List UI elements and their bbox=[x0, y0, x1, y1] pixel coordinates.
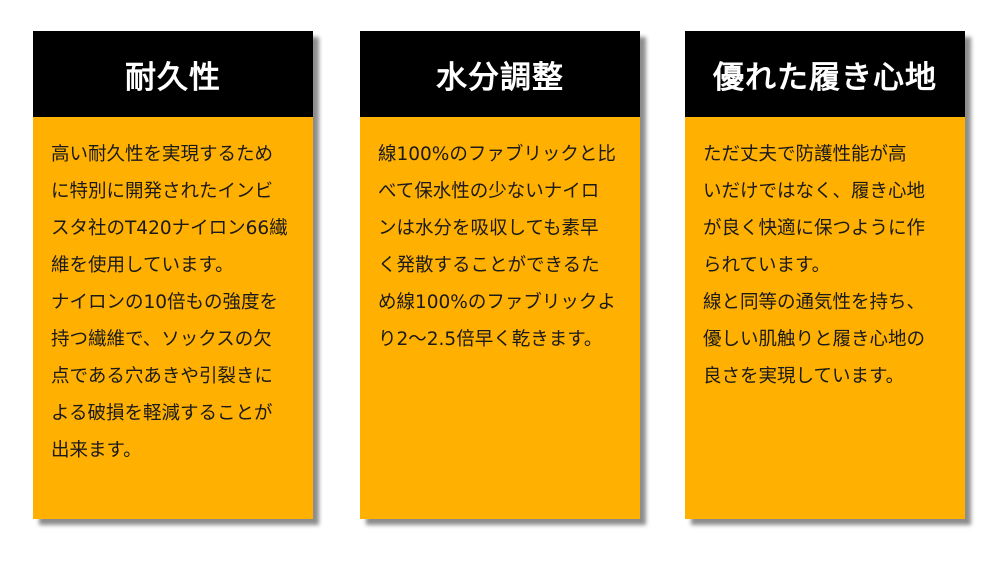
description-line: 維を使用しています。 bbox=[51, 255, 234, 276]
description-line: ンは水分を吸収しても素早 bbox=[378, 218, 599, 239]
description-line: ナイロンの10倍もの強度を bbox=[51, 292, 279, 313]
description-line: いだけではなく、履き心地 bbox=[703, 181, 926, 202]
description-line: 持つ繊維で、ソックスの欠 bbox=[51, 329, 272, 350]
card-description: 高い耐久性を実現するため に特別に開発されたインビ スタ社のT420ナイロン66… bbox=[33, 117, 313, 469]
card-title: 耐久性 bbox=[33, 31, 313, 117]
description-line: 点である穴あきや引裂きに bbox=[51, 366, 273, 387]
description-line: が良く快適に保つように作 bbox=[703, 218, 926, 239]
description-line: 出来ます。 bbox=[51, 440, 142, 461]
feature-card-comfort: 優れた履き心地 ただ丈夫で防護性能が高 いだけではなく、履き心地 が良く快適に保… bbox=[685, 31, 965, 519]
card-description: 線100%のファブリックと比 べて保水性の少ないナイロ ンは水分を吸収しても素早… bbox=[360, 117, 640, 358]
description-line: く発散することができるた bbox=[378, 255, 600, 276]
description-line: べて保水性の少ないナイロ bbox=[378, 181, 600, 202]
description-line: られています。 bbox=[703, 255, 831, 276]
description-line: 優しい肌触りと履き心地の bbox=[703, 329, 926, 350]
description-line: 線と同等の通気性を持ち、 bbox=[703, 292, 926, 313]
description-line: 線100%のファブリックと比 bbox=[378, 144, 616, 165]
description-line: り2～2.5倍早く乾きます。 bbox=[378, 329, 603, 350]
description-line: に特別に開発されたインビ bbox=[51, 181, 274, 202]
description-line: よる破損を軽減することが bbox=[51, 403, 273, 424]
description-line: め線100%のファブリックよ bbox=[378, 292, 616, 313]
card-title: 水分調整 bbox=[360, 31, 640, 117]
description-line: 良さを実現しています。 bbox=[703, 366, 905, 387]
description-line: 高い耐久性を実現するため bbox=[51, 144, 274, 165]
card-description: ただ丈夫で防護性能が高 いだけではなく、履き心地 が良く快適に保つように作 られ… bbox=[685, 117, 965, 395]
feature-card-durability: 耐久性 高い耐久性を実現するため に特別に開発されたインビ スタ社のT420ナイ… bbox=[33, 31, 313, 519]
card-title: 優れた履き心地 bbox=[685, 31, 965, 117]
feature-card-moisture: 水分調整 線100%のファブリックと比 べて保水性の少ないナイロ ンは水分を吸収… bbox=[360, 31, 640, 519]
description-line: ただ丈夫で防護性能が高 bbox=[703, 144, 907, 165]
description-line: スタ社のT420ナイロン66繊 bbox=[51, 218, 288, 239]
